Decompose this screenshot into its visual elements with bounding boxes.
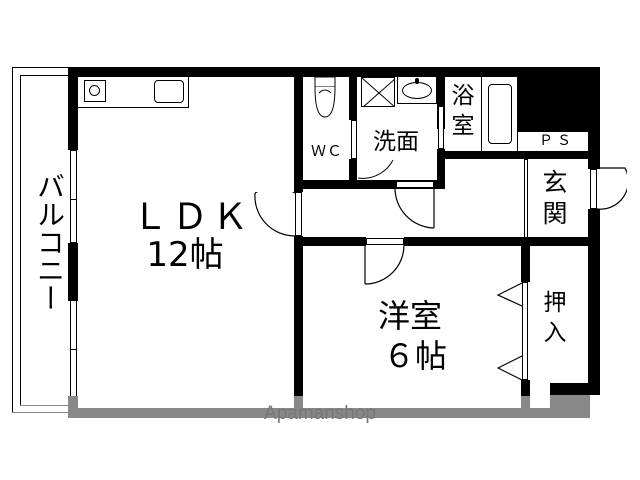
wc-bottom-wall bbox=[294, 180, 444, 189]
ldk-left-wall-1 bbox=[68, 67, 78, 150]
washroom-right-wall-low bbox=[437, 149, 445, 189]
bath-divider bbox=[481, 77, 482, 152]
toilet-icon bbox=[314, 77, 336, 118]
balcony-inner bbox=[20, 75, 69, 180]
faucet-icon bbox=[415, 78, 419, 84]
western-door-swing-icon bbox=[364, 244, 405, 285]
stove bbox=[84, 80, 106, 102]
ldk-size: 12帖 bbox=[146, 235, 224, 275]
ldk-door-frame[interactable] bbox=[295, 192, 302, 236]
sink-icon bbox=[154, 80, 184, 103]
ldk-left-wall-2 bbox=[68, 243, 78, 301]
balcony-left-outer bbox=[12, 180, 13, 412]
ldk-window-2[interactable] bbox=[70, 199, 77, 243]
ldk-door-swing-icon bbox=[254, 192, 296, 237]
bath-label-bottom: 室 bbox=[451, 113, 475, 139]
western-top-wall-2 bbox=[404, 237, 600, 246]
wc-right-wall-low bbox=[349, 159, 357, 181]
stove-burner-icon bbox=[89, 85, 100, 96]
ldk-window-4[interactable] bbox=[70, 349, 77, 397]
ldk-label: ＬＤＫ bbox=[132, 197, 253, 238]
outer-wall-top bbox=[68, 67, 600, 77]
wc-door-swing-icon bbox=[357, 159, 394, 179]
western-door-frame[interactable] bbox=[366, 238, 404, 245]
closet-wall-top bbox=[521, 237, 530, 282]
washing-machine-icon bbox=[361, 77, 395, 107]
bath-bottom-wall bbox=[437, 151, 600, 159]
closet-wall-bottom bbox=[521, 380, 530, 400]
watermark: Apamanshop bbox=[264, 403, 376, 424]
entrance-label-bottom: 関 bbox=[542, 199, 568, 228]
washroom-right-wall bbox=[437, 67, 445, 129]
balcony-left-inner bbox=[20, 180, 21, 405]
ldk-right-wall-bottom bbox=[294, 236, 303, 398]
washroom-door-frame[interactable] bbox=[396, 181, 434, 188]
washbasin bbox=[397, 77, 437, 104]
ldk-left-wall-bottom bbox=[68, 396, 78, 418]
entrance-label-top: 玄 bbox=[542, 168, 568, 197]
bathtub bbox=[488, 84, 512, 144]
closet-sliding-door-icon bbox=[497, 282, 523, 381]
balcony-bottom-inner bbox=[20, 405, 70, 406]
bath-label-top: 浴 bbox=[451, 83, 475, 109]
ldk-window-1[interactable] bbox=[70, 150, 77, 200]
wc-door-frame[interactable] bbox=[351, 120, 357, 159]
balcony-label: バルコニー bbox=[33, 172, 66, 312]
ps-label: ＰＳ bbox=[539, 133, 575, 149]
entrance-door-swing-icon bbox=[597, 167, 627, 210]
wc-right-wall bbox=[349, 67, 357, 120]
washroom-door-swing-icon bbox=[394, 186, 435, 229]
balcony-bottom-outer bbox=[12, 412, 70, 413]
washroom-label: 洗面 bbox=[373, 129, 419, 155]
ldk-window-3[interactable] bbox=[70, 300, 77, 350]
western-top-wall-1 bbox=[294, 237, 366, 246]
closet-door-frame[interactable] bbox=[522, 282, 528, 380]
ps-right-wall bbox=[588, 67, 600, 159]
closet-label-bottom: 入 bbox=[543, 320, 567, 346]
western-room-size: ６帖 bbox=[382, 337, 447, 375]
closet-base-block bbox=[550, 395, 590, 418]
outer-wall-bottom bbox=[68, 408, 590, 418]
wc-label: ＷＣ bbox=[310, 142, 343, 160]
ps-block bbox=[518, 67, 600, 132]
bath-right-edge bbox=[517, 77, 518, 152]
western-room-label: 洋室 bbox=[377, 297, 442, 335]
ldk-right-wall-top bbox=[294, 67, 303, 192]
closet-wall-base bbox=[521, 396, 530, 418]
entrance-right-wall-low bbox=[588, 209, 600, 385]
closet-corner-block bbox=[550, 383, 600, 395]
entrance-step bbox=[524, 159, 528, 239]
ldk-right-wall-base bbox=[294, 396, 303, 418]
washbasin-bowl-icon bbox=[402, 82, 432, 99]
kitchen-counter bbox=[78, 77, 189, 108]
entrance-door-frame[interactable] bbox=[590, 169, 597, 209]
closet-label-top: 押 bbox=[543, 290, 567, 316]
entrance-right-wall bbox=[588, 159, 600, 169]
bath-door-frame[interactable] bbox=[438, 106, 444, 149]
